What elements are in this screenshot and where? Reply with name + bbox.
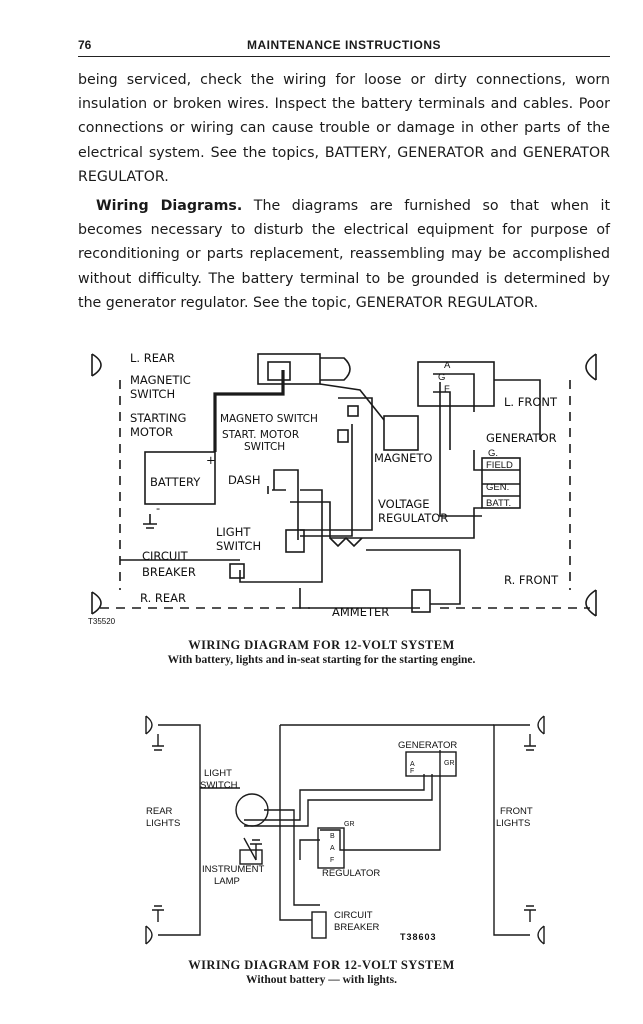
label-breaker: BREAKER (142, 565, 196, 579)
diagram2-caption-sub: Without battery — with lights. (246, 974, 397, 986)
label-regulator: REGULATOR (378, 511, 448, 525)
running-title: MAINTENANCE INSTRUCTIONS (247, 38, 441, 52)
instrument-lamp-box (239, 849, 263, 865)
light-switch-knob (235, 793, 269, 827)
label-term-f: F (444, 384, 450, 395)
paragraph-2-text: The diagrams are furnished so that when … (78, 198, 611, 311)
starting-motor-body (257, 353, 321, 385)
label-start-motor: START. MOTOR (222, 429, 299, 441)
label-light: LIGHT (216, 525, 251, 539)
label-field: FIELD (486, 460, 513, 471)
label-gen-f: F (410, 768, 414, 775)
page-header: 76 MAINTENANCE INSTRUCTIONS (78, 36, 610, 57)
paragraph-2: Wiring Diagrams. The diagrams are furnis… (78, 194, 610, 315)
label-battery: BATTERY (150, 475, 201, 489)
label-batt: BATT. (486, 498, 511, 509)
label-reg-b: B (330, 833, 335, 840)
label-r-front: R. FRONT (504, 573, 559, 587)
label-reg-f: F (330, 857, 334, 864)
label-term-g: G (438, 372, 445, 383)
rear-lamp-bottom-icon (145, 925, 153, 945)
generator-box-2 (405, 751, 457, 777)
label-ammeter: AMMETER (332, 605, 389, 619)
label-lamp: LAMP (214, 876, 240, 887)
diagram1-caption-title: WIRING DIAGRAM FOR 12-VOLT SYSTEM (188, 638, 455, 652)
label-gen: GEN. (486, 482, 509, 493)
front-lamp-bottom-icon (537, 925, 545, 945)
paragraph-1: being serviced, check the wiring for loo… (78, 72, 610, 185)
label-light-switch: SWITCH (216, 539, 261, 553)
wiring-diagram-1: L. REAR MAGNETIC SWITCH STARTING MOTOR M… (88, 351, 597, 626)
label-instrument: INSTRUMENT (202, 864, 264, 875)
label-start-switch: SWITCH (244, 441, 285, 453)
label-rear: REAR (146, 806, 173, 817)
label-magnetic: MAGNETIC (130, 373, 191, 387)
page-number: 76 (78, 38, 92, 52)
label-gen-gr: GR (444, 760, 455, 767)
r-front-lamp-icon (585, 589, 597, 617)
label-front: FRONT (500, 806, 533, 817)
label-regulator-2: REGULATOR (322, 868, 380, 879)
label-term-g2: G. (488, 448, 498, 459)
wiring-diagram-2: GENERATOR A F GR LIGHT SWITCH REAR LIGHT… (145, 715, 545, 945)
diagram1-caption-sub: With battery, lights and in-seat startin… (167, 654, 476, 666)
front-lamp-top-icon (537, 715, 545, 735)
magneto-box (383, 415, 419, 451)
voltage-regulator-box (481, 457, 521, 509)
label-reg-gr: GR (344, 821, 355, 828)
label-l-front: L. FRONT (504, 395, 558, 409)
label-circuit: CIRCUIT (142, 549, 189, 563)
diagram2-code: T38603 (400, 932, 437, 942)
label-switch-2: SWITCH (200, 780, 238, 791)
l-front-lamp-icon (585, 353, 597, 381)
label-gen-a: A (410, 761, 415, 768)
label-dash: DASH (228, 473, 260, 487)
generator-box (417, 361, 495, 407)
label-magneto-switch: MAGNETO SWITCH (220, 413, 318, 425)
ammeter-box (411, 589, 431, 613)
r-rear-lamp-icon (91, 591, 102, 615)
label-breaker-2: BREAKER (334, 922, 380, 933)
l-rear-lamp-icon (91, 353, 102, 377)
paragraph-2-lead: Wiring Diagrams. (96, 198, 243, 214)
circuit-breaker-box (311, 911, 327, 939)
label-generator: GENERATOR (486, 431, 557, 445)
label-motor: MOTOR (130, 425, 173, 439)
label-term-a: A (444, 360, 451, 371)
label-front-lights: LIGHTS (496, 818, 530, 829)
label-magneto: MAGNETO (374, 451, 432, 465)
label-light-2: LIGHT (204, 768, 232, 779)
label-minus: - (156, 501, 160, 515)
regulator-box-2 (317, 827, 345, 869)
label-circuit-2: CIRCUIT (334, 910, 373, 921)
label-voltage: VOLTAGE (378, 497, 430, 511)
label-generator-2: GENERATOR (398, 740, 457, 751)
label-starting: STARTING (130, 411, 186, 425)
label-l-rear: L. REAR (130, 351, 175, 365)
label-switch: SWITCH (130, 387, 175, 401)
rear-lamp-top-icon (145, 715, 153, 735)
label-reg-a: A (330, 845, 335, 852)
label-plus: + (206, 453, 216, 467)
label-rear-lights: LIGHTS (146, 818, 180, 829)
diagram2-caption-title: WIRING DIAGRAM FOR 12-VOLT SYSTEM (188, 958, 455, 972)
battery-box (144, 451, 216, 505)
diagram1-code: T35520 (88, 617, 116, 626)
label-r-rear: R. REAR (140, 591, 186, 605)
